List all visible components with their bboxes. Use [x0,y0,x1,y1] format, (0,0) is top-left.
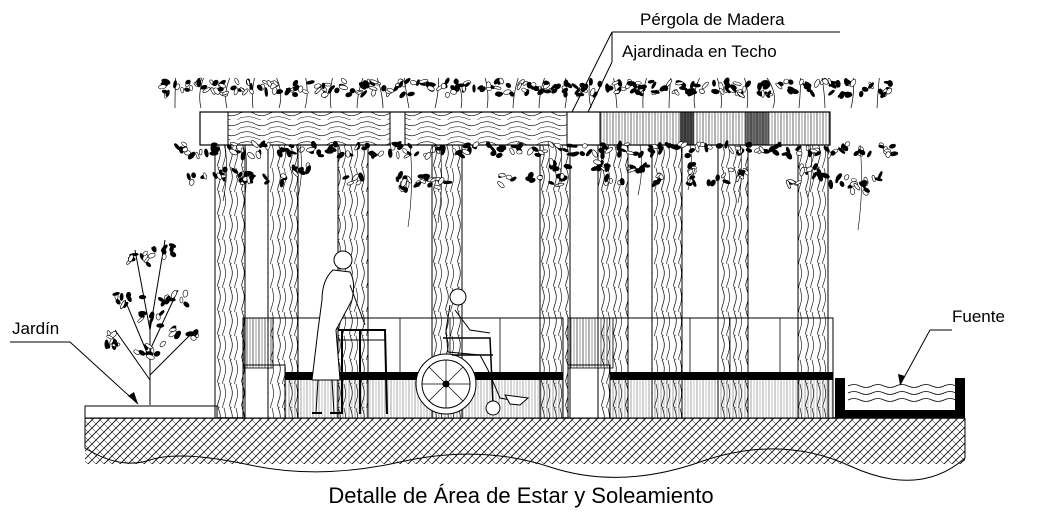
leaf-cluster [320,77,354,159]
hanging-vine [687,144,697,191]
leaf-cluster [444,77,480,159]
hanging-vine [847,144,870,231]
leaf-cluster [603,77,640,187]
pergola-column [214,144,246,419]
hanging-vine [590,144,611,188]
label-pergola: Pérgola de Madera [640,10,785,29]
leaf-cluster [548,77,588,187]
leaf-cluster [525,77,564,183]
ground [84,417,966,481]
hanging-vine [212,144,239,202]
leaf-cluster [706,77,745,187]
leaf-cluster [494,77,534,189]
leaf-cluster [290,77,325,158]
hanging-vine [398,144,422,228]
leaf-cluster [158,77,196,160]
leaf-cluster [757,77,793,160]
fountain-arrowhead [898,374,905,385]
leaf-cluster [783,77,822,189]
pergola-column [539,144,571,419]
garden-tree [104,239,199,405]
pergola-beam [199,111,831,146]
leaf-cluster [417,77,457,188]
garden-bed [84,405,218,419]
label-fountain: Fuente [952,307,1005,326]
pergola-column [717,144,749,419]
hanging-vine [237,144,256,209]
leaf-cluster [212,77,246,161]
leaf-cluster [184,77,220,186]
fountain [835,378,965,418]
person-in-wheelchair [415,288,530,416]
label-garden: Jardín [12,319,59,338]
leaf-cluster [262,77,298,188]
drawing-title: Detalle de Área de Estar y Soleamiento [328,483,713,508]
pergola-column [651,144,683,419]
leaf-cluster [835,77,872,187]
hanging-vine [799,144,824,198]
label-roof-garden: Ajardinada en Techo [622,42,777,61]
hanging-vine [291,144,312,198]
pergola-column [597,144,629,419]
leaf-cluster [338,77,378,186]
leaf-cluster [472,77,507,158]
leader-lines [10,31,952,405]
pergola-column [797,144,829,419]
roof-garden-foliage [158,77,899,231]
leaf-cluster [860,77,899,186]
leaf-cluster [650,77,691,188]
leaf-cluster [629,77,664,159]
person-with-walker [311,250,388,415]
garden-arrowhead [128,392,138,404]
hanging-vine [727,144,749,204]
hanging-vine [548,144,573,187]
hanging-vine [627,144,651,196]
hanging-vine [427,144,453,224]
